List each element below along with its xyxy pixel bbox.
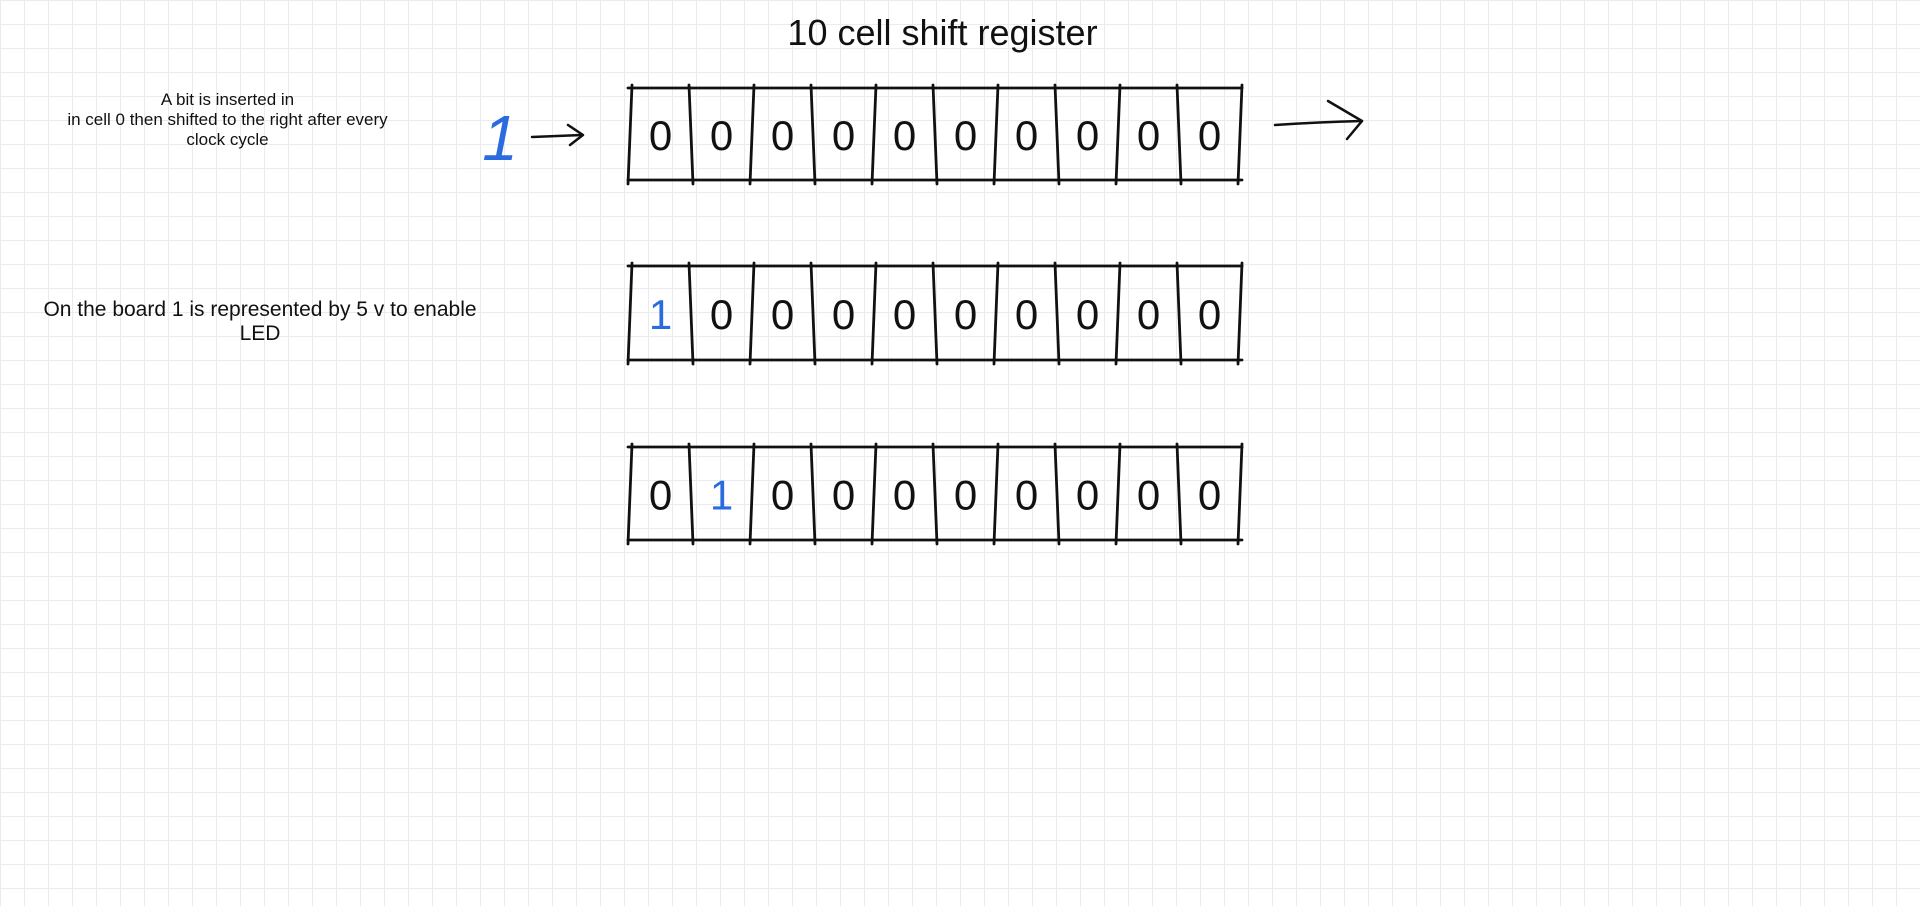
cell-divider xyxy=(687,261,695,366)
cell-divider xyxy=(870,83,878,186)
cell-divider xyxy=(748,83,756,186)
insertion-note: A bit is inserted in in cell 0 then shif… xyxy=(40,90,415,150)
register-0-cell-6-value: 0 xyxy=(1015,112,1038,159)
register-2-cell-0-value: 0 xyxy=(649,472,672,519)
register-1-cell-2-value: 0 xyxy=(771,291,794,338)
register-1-cell-9-value: 0 xyxy=(1198,291,1221,338)
cell-divider xyxy=(748,261,756,366)
cell-divider xyxy=(1114,83,1122,186)
register-1-cell-0-value: 1 xyxy=(649,291,672,338)
cell-divider xyxy=(870,442,878,546)
cell-divider xyxy=(626,261,634,366)
cell-divider xyxy=(687,83,695,186)
cell-divider xyxy=(809,261,817,366)
register-2-cell-5-value: 0 xyxy=(954,472,977,519)
cell-divider xyxy=(809,442,817,546)
register-0-cell-4-value: 0 xyxy=(893,112,916,159)
cell-divider xyxy=(1236,261,1244,366)
register-2-cell-7-value: 0 xyxy=(1076,472,1099,519)
register-0-cell-8-value: 0 xyxy=(1137,112,1160,159)
cell-divider xyxy=(626,442,634,546)
board-note-line-2: LED xyxy=(239,322,281,345)
register-2-cell-4-value: 0 xyxy=(893,472,916,519)
register-0-cell-1-value: 0 xyxy=(710,112,733,159)
register-0-cell-9-value: 0 xyxy=(1198,112,1221,159)
cell-divider xyxy=(992,83,1000,186)
register-2-cell-9-value: 0 xyxy=(1198,472,1221,519)
cell-divider xyxy=(992,442,1000,546)
cell-divider xyxy=(1175,442,1183,546)
cell-divider xyxy=(626,83,634,186)
cell-divider xyxy=(809,83,817,186)
cell-divider xyxy=(1175,83,1183,186)
cell-divider xyxy=(1114,261,1122,366)
register-2-cell-8-value: 0 xyxy=(1137,472,1160,519)
register-1-cell-4-value: 0 xyxy=(893,291,916,338)
register-1-cell-3-value: 0 xyxy=(832,291,855,338)
insertion-note-line-3: clock cycle xyxy=(186,130,269,149)
input-bit: 1 xyxy=(482,102,518,174)
insertion-note-line-2: in cell 0 then shifted to the right afte… xyxy=(67,110,388,129)
register-1-cell-7-value: 0 xyxy=(1076,291,1099,338)
register-1-cell-6-value: 0 xyxy=(1015,291,1038,338)
insertion-note-line-1: A bit is inserted in xyxy=(160,90,295,109)
cell-divider xyxy=(1053,442,1061,546)
register-2-cell-3-value: 0 xyxy=(832,472,855,519)
register-2-cell-2-value: 0 xyxy=(771,472,794,519)
cell-divider xyxy=(1114,442,1122,546)
register-1-cell-5-value: 0 xyxy=(954,291,977,338)
cell-divider xyxy=(931,261,939,366)
cell-divider xyxy=(870,261,878,366)
register-2-cell-6-value: 0 xyxy=(1015,472,1038,519)
cell-divider xyxy=(1175,261,1183,366)
cell-divider xyxy=(1053,83,1061,186)
register-0-cell-7-value: 0 xyxy=(1076,112,1099,159)
input-arrow-icon xyxy=(530,123,585,147)
cell-divider xyxy=(687,442,695,546)
register-0-cell-5-value: 0 xyxy=(954,112,977,159)
register-2-cell-1-value: 1 xyxy=(710,472,733,519)
cell-divider xyxy=(1236,442,1244,546)
cell-divider xyxy=(1053,261,1061,366)
register-1-cell-1-value: 0 xyxy=(710,291,733,338)
cell-divider xyxy=(931,83,939,186)
cell-divider xyxy=(748,442,756,546)
register-1-cell-8-value: 0 xyxy=(1137,291,1160,338)
diagram-title: 10 cell shift register xyxy=(787,12,1098,53)
register-0-cell-3-value: 0 xyxy=(832,112,855,159)
register-0-cell-0-value: 0 xyxy=(649,112,672,159)
cell-divider xyxy=(1236,83,1244,186)
register-0-cell-2-value: 0 xyxy=(771,112,794,159)
board-note: On the board 1 is represented by 5 v to … xyxy=(20,298,500,346)
board-note-line-1: On the board 1 is represented by 5 v to … xyxy=(43,298,477,321)
output-arrow-icon xyxy=(1273,99,1364,141)
cell-divider xyxy=(992,261,1000,366)
cell-divider xyxy=(931,442,939,546)
